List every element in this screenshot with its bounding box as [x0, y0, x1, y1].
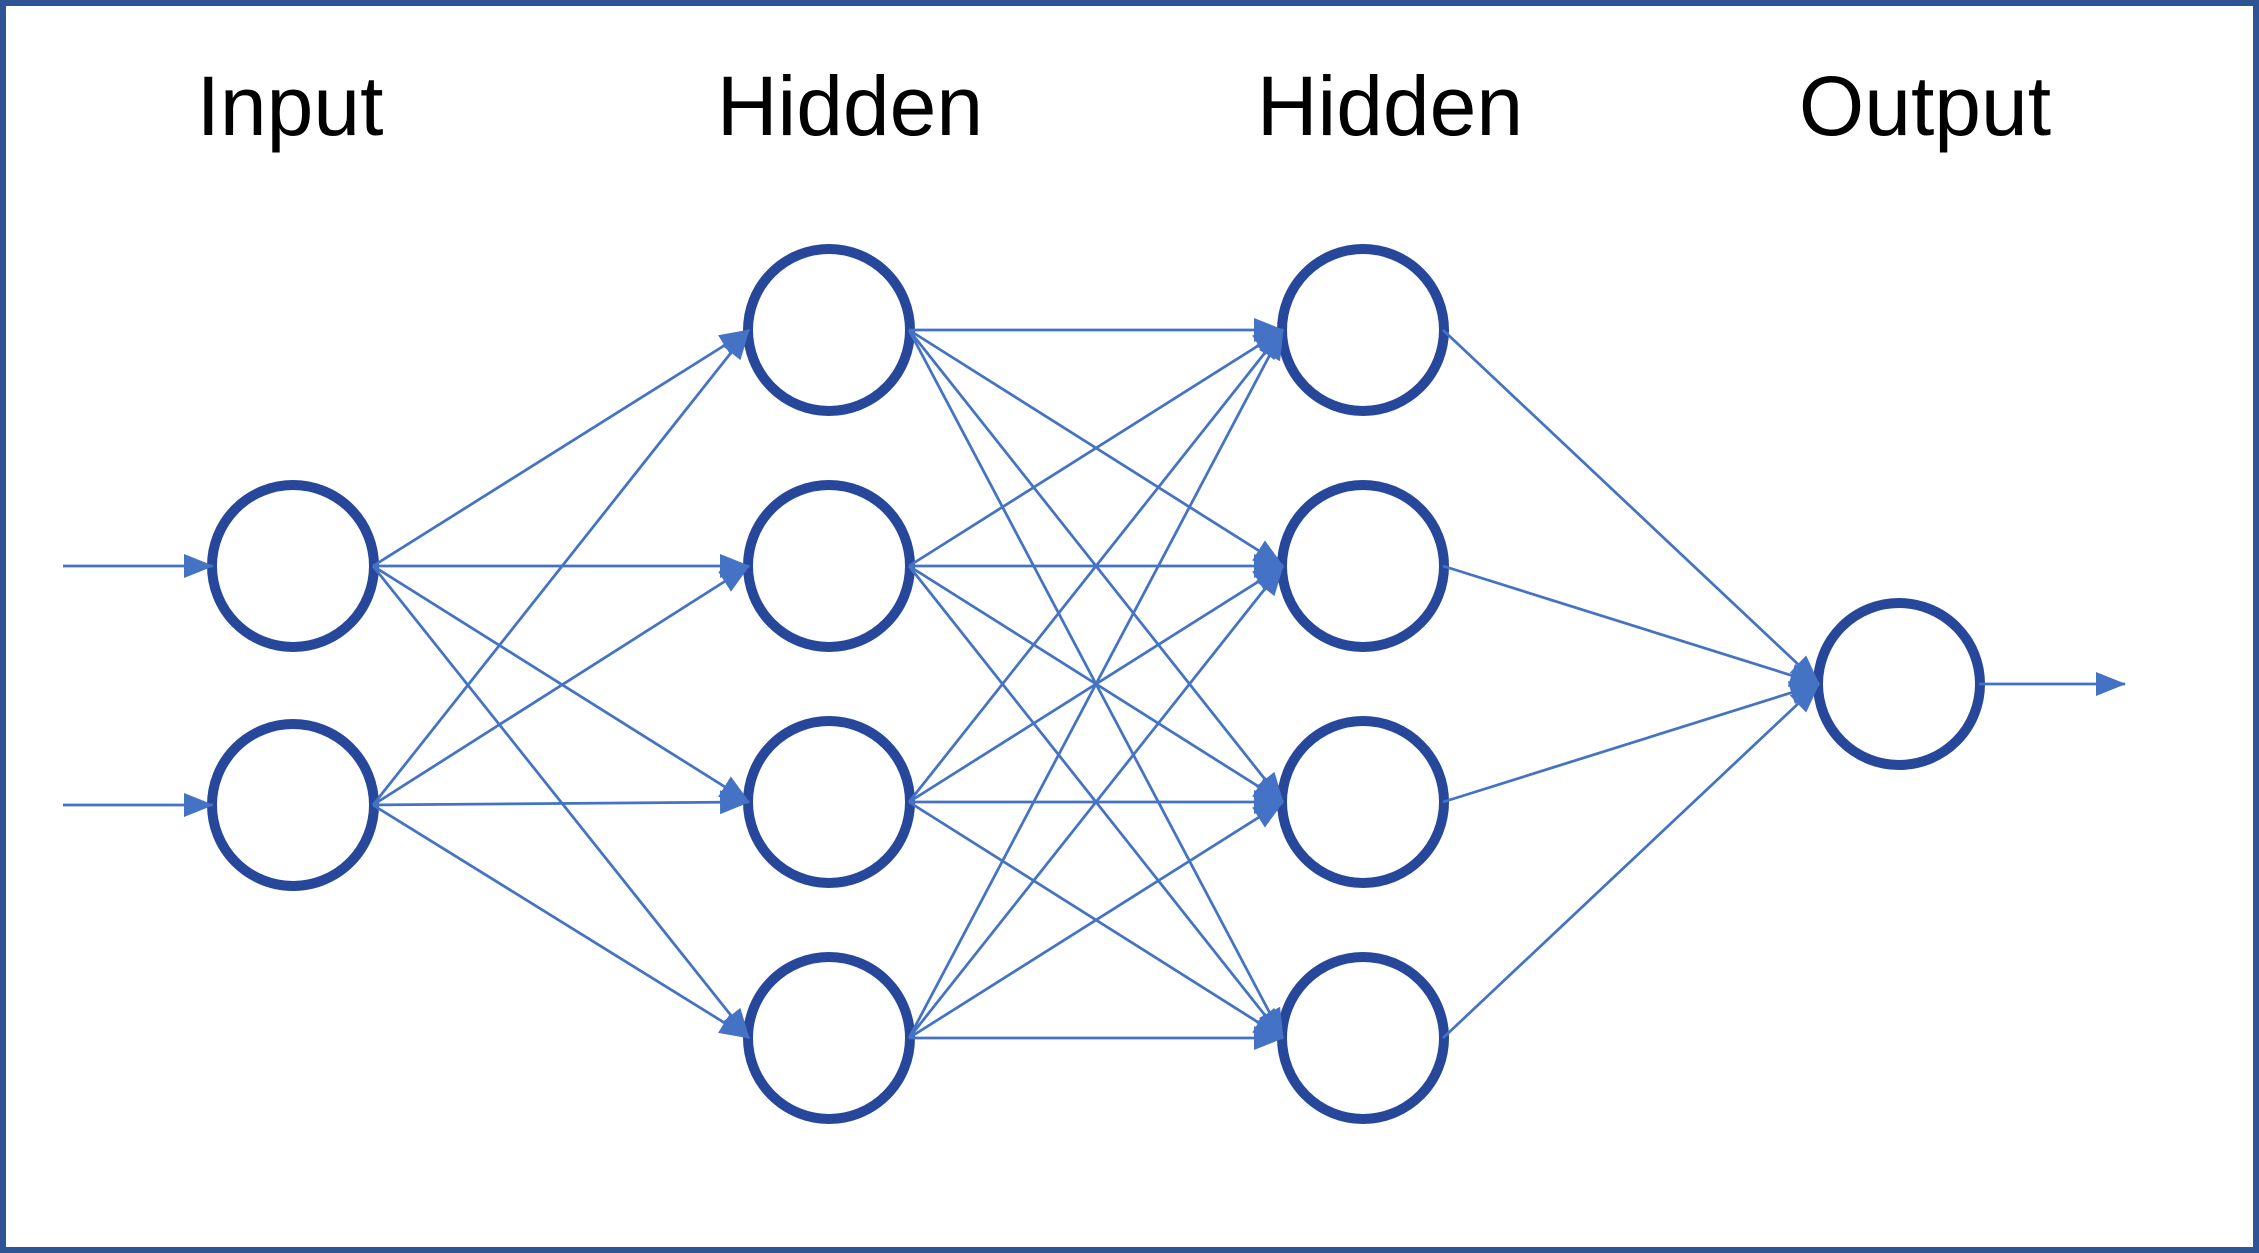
edge-input-2-to-hidden-1-1	[371, 329, 751, 806]
edge-hidden-2-3-to-output-1	[1442, 681, 1820, 804]
edge-hidden-1-3-to-hidden-2-1	[907, 329, 1285, 803]
hidden-1-node-2	[743, 480, 915, 652]
input-node-2	[207, 719, 379, 891]
edge-hidden-1-4-to-hidden-2-3	[908, 800, 1284, 1040]
hidden-1-node-4	[743, 952, 915, 1124]
edge-hidden-2-2-to-output-1	[1442, 564, 1820, 687]
hidden-1-node-1	[743, 244, 915, 416]
edge-input-2-to-hidden-1-3	[372, 790, 750, 815]
layer-label-input-1: Input	[197, 59, 384, 153]
hidden-2-node-4	[1277, 952, 1449, 1124]
edge-hidden-1-4-to-hidden-2-2	[907, 565, 1285, 1039]
hidden-2-node-1	[1277, 244, 1449, 416]
hidden-1-node-3	[743, 716, 915, 888]
hidden-2-node-3	[1277, 716, 1449, 888]
hidden-2-node-2	[1277, 480, 1449, 652]
edge-input-1-to-hidden-1-1	[372, 328, 750, 568]
edge-input-2-to-hidden-1-4	[372, 803, 750, 1040]
layer-label-hidden-3: Hidden	[1257, 59, 1523, 153]
output-node-1	[1813, 598, 1985, 770]
layer-label-hidden-2: Hidden	[717, 59, 983, 153]
edge-hidden-1-4-to-hidden-2-1	[907, 329, 1285, 1039]
edge-input-1-to-hidden-1-4	[371, 565, 751, 1039]
edge-hidden-1-2-to-hidden-2-1	[908, 328, 1284, 568]
layer-label-output-4: Output	[1799, 59, 2051, 153]
input-node-1	[207, 480, 379, 652]
edge-hidden-2-1-to-output-1	[1442, 328, 1820, 686]
edge-input-2-to-hidden-1-2	[372, 564, 750, 807]
edge-hidden-2-4-to-output-1	[1442, 682, 1820, 1040]
